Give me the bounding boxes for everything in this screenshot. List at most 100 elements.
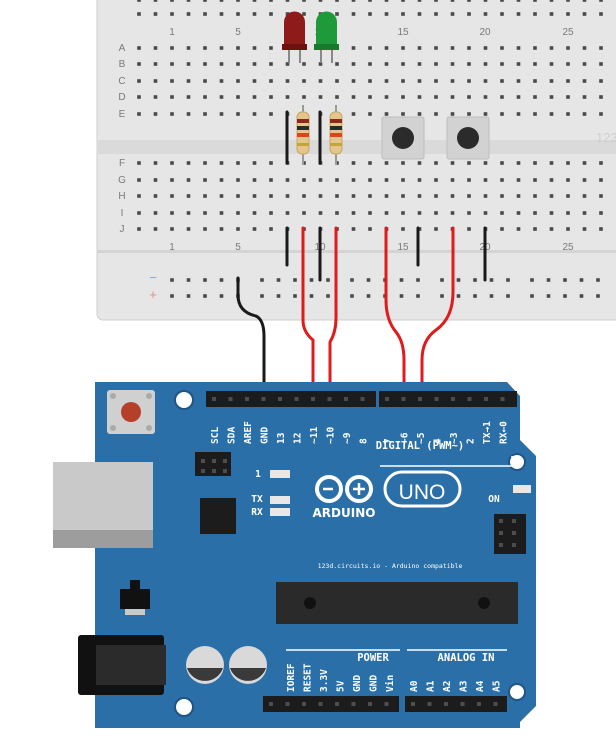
pushbutton-1[interactable] [381, 116, 425, 160]
rail-hole [473, 294, 477, 298]
wires [236, 226, 487, 400]
wire-pin5[interactable] [420, 226, 455, 400]
rail-hole [489, 294, 494, 298]
breadboard-hole [516, 12, 521, 16]
rail-hole [563, 278, 567, 282]
rail-hole [203, 278, 207, 282]
breadboard-hole [252, 112, 257, 116]
breadboard-hole [137, 79, 141, 83]
breadboard-hole [252, 0, 257, 2]
breadboard-hole [582, 211, 587, 215]
breadboard-hole [236, 112, 240, 116]
pushbutton-2[interactable] [446, 116, 490, 160]
breadboard-hole [434, 178, 438, 182]
breadboard-hole [566, 0, 570, 2]
pin-label-8: 8 [359, 438, 370, 444]
breadboard-hole [203, 0, 207, 2]
breadboard-hole [599, 79, 603, 83]
breadboard-hole [384, 178, 389, 182]
header-pins [201, 397, 516, 706]
resistor-2[interactable] [329, 105, 343, 165]
breadboard-hole [368, 79, 372, 83]
breadboard-hole [401, 46, 405, 50]
breadboard-hole [500, 62, 504, 66]
header-pin [467, 397, 472, 401]
wire-pin11[interactable] [301, 226, 315, 400]
breadboard-hole [203, 62, 207, 66]
breadboard-hole [186, 79, 191, 83]
led-red[interactable] [282, 11, 307, 64]
breadboard-hole [434, 211, 438, 215]
header-pin [360, 397, 365, 401]
led-green[interactable] [314, 11, 339, 64]
breadboard-hole [582, 161, 587, 165]
analog-pin-label-a5: A5 [492, 680, 503, 692]
col-number-top-15: 15 [397, 27, 409, 38]
resistor-1[interactable] [296, 105, 310, 165]
breadboard-hole [269, 227, 273, 231]
breadboard-hole [434, 95, 438, 99]
wire-pin6[interactable] [384, 226, 406, 400]
led-on-indicator: ON [488, 485, 531, 505]
rail-hole [456, 278, 461, 282]
breadboard-hole [450, 194, 455, 198]
breadboard-hole [170, 227, 174, 231]
breadboard-hole [269, 0, 273, 2]
arduino-logo [315, 475, 373, 503]
breadboard-hole [153, 62, 158, 66]
breadboard-hole [467, 178, 471, 182]
breadboard-hole [450, 161, 455, 165]
pin-label-scl: SCL [210, 427, 221, 444]
breadboard-hole [516, 194, 521, 198]
header-pin [311, 397, 315, 401]
header-pin [499, 531, 503, 535]
breadboard-hole [153, 112, 158, 116]
breadboard-hole [186, 178, 191, 182]
breadboard-hole [368, 62, 372, 66]
mount-hole-bottom-left [174, 697, 194, 717]
header-pin [228, 397, 233, 401]
breadboard-hole [549, 46, 554, 50]
wire-gnd[interactable] [236, 276, 266, 400]
rail-hole [260, 294, 264, 298]
led-l-label: 1 [255, 469, 261, 480]
pin-label-tx1: TX→1 [482, 421, 493, 444]
breadboard-hole [252, 12, 257, 16]
breadboard-hole [500, 95, 504, 99]
row-label-f: F [119, 158, 125, 169]
breadboard-hole [252, 161, 257, 165]
wire-pin10[interactable] [328, 226, 338, 400]
header-power [263, 696, 399, 712]
row-label-a: A [119, 43, 126, 54]
breadboard-hole [401, 227, 405, 231]
breadboard-hole [566, 161, 570, 165]
rail-hole [546, 278, 551, 282]
breadboard-hole [219, 178, 224, 182]
breadboard-hole [252, 62, 257, 66]
breadboard-hole [137, 211, 141, 215]
breadboard-hole [549, 79, 554, 83]
breadboard-hole [467, 62, 471, 66]
breadboard-hole [500, 161, 504, 165]
header-pin [201, 469, 205, 473]
col-number-bottom-15: 15 [397, 242, 409, 253]
header-pin [285, 702, 290, 706]
breadboard-hole [302, 194, 306, 198]
breadboard-hole [318, 178, 323, 182]
breadboard-hole [368, 227, 372, 231]
pin-label-gnd: GND [260, 427, 271, 444]
breadboard-hole [566, 227, 570, 231]
breadboard-hole [516, 227, 521, 231]
reset-button[interactable] [107, 390, 155, 434]
breadboard-hole [483, 95, 488, 99]
breadboard-hole [566, 211, 570, 215]
rail-hole [170, 278, 174, 282]
breadboard-hole [186, 0, 191, 2]
breadboard-hole [153, 227, 158, 231]
breadboard-hole [516, 46, 521, 50]
breadboard-hole [434, 0, 438, 2]
breadboard-hole [302, 95, 306, 99]
breadboard-hole [450, 46, 455, 50]
breadboard-hole [384, 211, 389, 215]
